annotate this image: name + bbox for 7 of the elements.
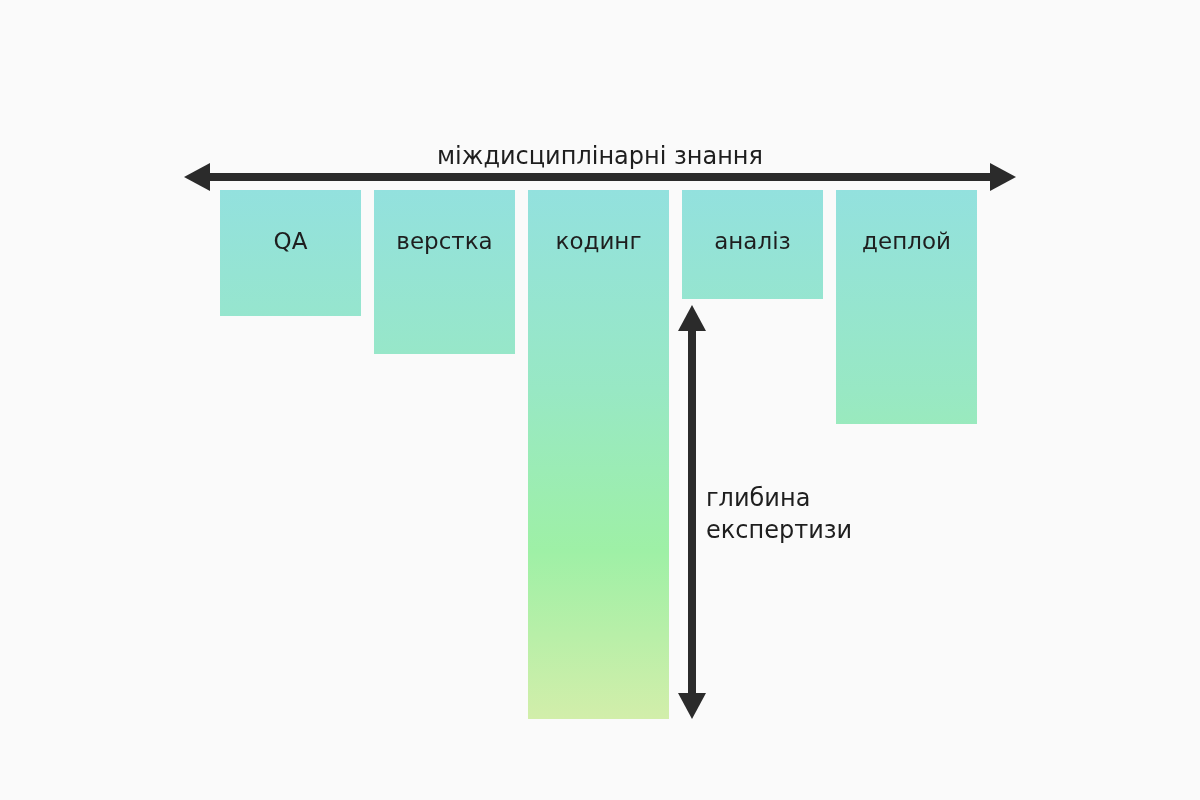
skill-bar: QA (220, 190, 361, 316)
skill-bar: деплой (836, 190, 977, 424)
skill-bar: кодинг (528, 190, 669, 719)
skill-bar: верстка (374, 190, 515, 354)
axis-label: міждисциплінарні знання (436, 141, 764, 172)
axis-label: глибина експертизи (706, 483, 854, 546)
skill-bar: аналіз (682, 190, 823, 299)
